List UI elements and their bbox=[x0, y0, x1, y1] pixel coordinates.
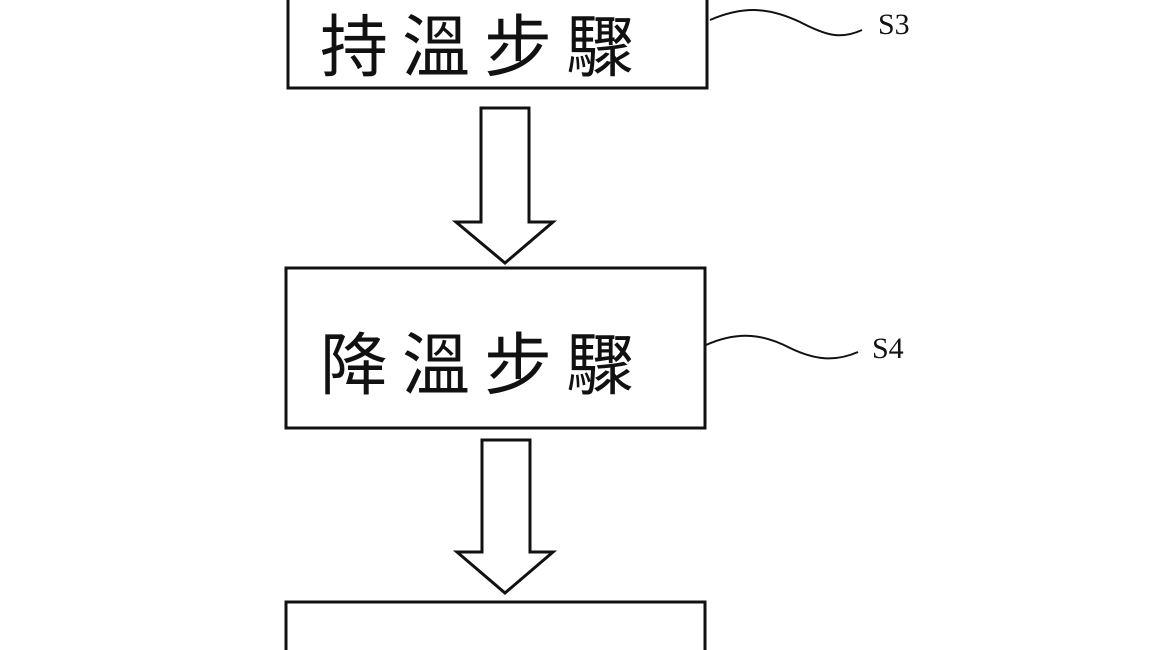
arrow-s4-to-s5 bbox=[452, 438, 558, 595]
leader-line-s4 bbox=[705, 334, 859, 360]
step-label-s3: S3 bbox=[878, 8, 910, 41]
step-box-s5 bbox=[284, 600, 707, 650]
step-text-s3: 持溫步驟 bbox=[320, 9, 649, 88]
leader-line-s3 bbox=[709, 9, 863, 37]
step-box-s4 bbox=[284, 266, 707, 430]
step-text-s4: 降溫步驟 bbox=[320, 327, 649, 406]
step-label-s4: S4 bbox=[872, 332, 904, 365]
step-box-s3 bbox=[286, 0, 709, 90]
arrow-s3-to-s4 bbox=[451, 106, 558, 265]
